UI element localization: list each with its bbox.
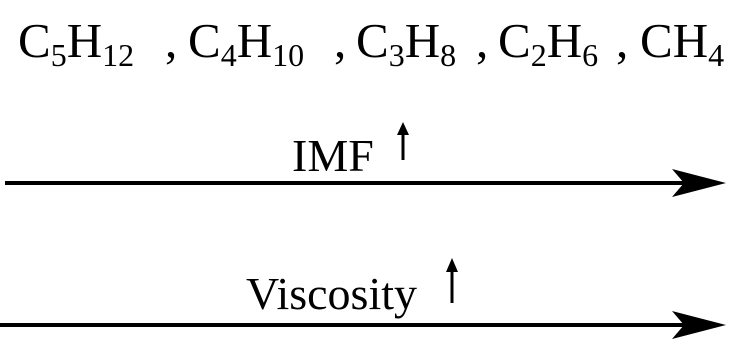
formula-c2h6: C2H6: [498, 13, 599, 73]
viscosity-direction-arrow: [0, 311, 726, 339]
imf-label: IMF: [292, 130, 374, 181]
alkane-formula-row: C5H12 , C4H10 , C3H8 , C2H6 , CH4: [0, 6, 735, 76]
viscosity-trend: Viscosity: [0, 250, 735, 339]
imf-direction-arrow: [5, 169, 726, 197]
up-arrow-icon: [446, 258, 458, 303]
up-arrow-icon: [397, 122, 409, 160]
viscosity-label: Viscosity: [246, 268, 418, 319]
separator-comma: ,: [476, 13, 489, 68]
formula-c5h12: C5H12: [18, 13, 135, 73]
separator-comma: ,: [165, 13, 178, 68]
formula-c4h10: C4H10: [188, 13, 305, 73]
separator-comma: ,: [334, 13, 347, 68]
imf-trend: IMF: [0, 110, 735, 210]
formula-ch4: CH4: [640, 13, 725, 73]
separator-comma: ,: [616, 13, 629, 68]
formula-c3h8: C3H8: [356, 13, 457, 73]
